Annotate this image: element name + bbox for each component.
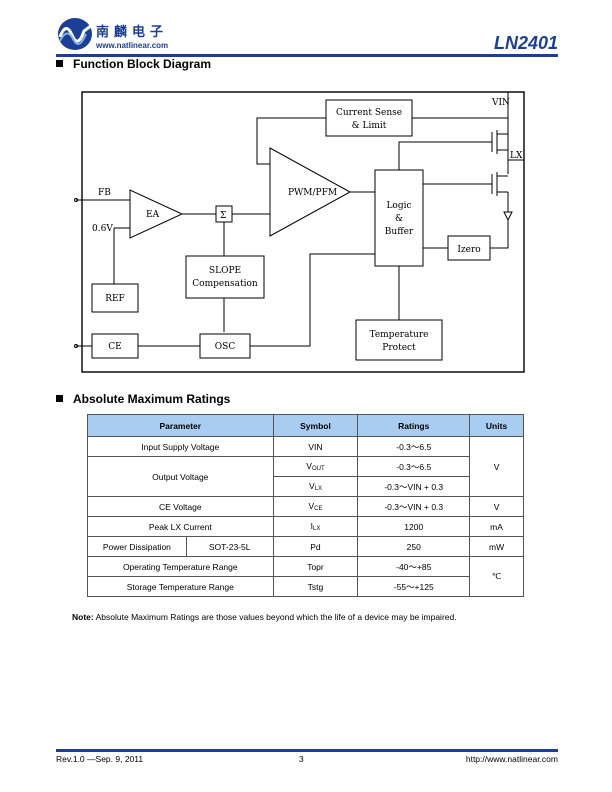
ea-label: EA [146, 210, 160, 220]
page-number: 3 [299, 754, 304, 764]
table-row: Operating Temperature Range Topr -40～+85… [87, 556, 524, 597]
header-parameter: Parameter [87, 414, 274, 437]
revision-date: Rev.1.0 —Sep. 9, 2011 [56, 754, 144, 764]
header-ratings: Ratings [357, 414, 471, 437]
izero-label: Izero [457, 245, 480, 255]
ref-voltage-label: 0.6V [92, 224, 113, 234]
slope-label: SLOPE [209, 266, 241, 276]
company-logo [58, 18, 93, 50]
table-row: Output Voltage VOUT -0.3～6.5 [87, 456, 524, 497]
pwm-label: PWM/PFM [288, 188, 337, 198]
current-sense-label: Current Sense [336, 108, 402, 118]
sum-label: Σ [220, 211, 226, 221]
header-rule [56, 54, 558, 57]
part-number: LN2401 [493, 33, 558, 53]
table-row: VLX -0.3～VIN + 0.3 [88, 476, 524, 497]
protect-label: Protect [382, 343, 416, 353]
current-limit-label: & Limit [352, 121, 387, 131]
compensation-label: Compensation [192, 279, 258, 289]
absolute-max-ratings-table: Parameter Symbol Ratings Units Input Sup… [87, 414, 524, 597]
logic-label: Logic [386, 201, 411, 211]
footer-url: http://www.natlinear.com [465, 754, 558, 764]
bullet-square-icon [56, 395, 63, 402]
header-units: Units [469, 414, 524, 437]
header-symbol: Symbol [272, 414, 359, 437]
table-row: Power Dissipation SOT-23-5L Pd 250 mW [87, 536, 524, 557]
vin-label: VIN [491, 98, 510, 108]
ratings-note: Note: Absolute Maximum Ratings are those… [72, 612, 457, 622]
ce-block-label: CE [108, 342, 121, 352]
osc-label: OSC [215, 342, 236, 352]
table-row: CE Voltage VCE -0.3～VIN + 0.3 V [87, 496, 524, 517]
table-row: Storage Temperature Range Tstg -55～+125 [87, 576, 524, 597]
company-url: www.natlinear.com [96, 41, 169, 50]
function-block-diagram: VIN LX FB 0.6V EA Σ PWM/PFM Current Sens… [74, 91, 525, 373]
table-row: Input Supply Voltage VIN -0.3～6.5 V [87, 436, 524, 497]
footer-rule [56, 749, 558, 752]
lx-label: LX [510, 151, 523, 161]
buffer-label: Buffer [385, 227, 414, 237]
temperature-label: Temperature [370, 330, 429, 340]
fb-label: FB [98, 188, 111, 198]
ref-label: REF [105, 294, 125, 304]
logic-amp-label: & [395, 214, 403, 224]
bullet-square-icon [56, 60, 63, 67]
table-row: Peak LX Current ILX 1200 mA [87, 516, 524, 537]
table-header-row: Parameter Symbol Ratings Units [87, 414, 524, 437]
company-name: 南麟电子 [96, 24, 169, 39]
section-title-max-ratings: Absolute Maximum Ratings [56, 392, 230, 406]
section-title-block-diagram: Function Block Diagram [56, 57, 211, 71]
